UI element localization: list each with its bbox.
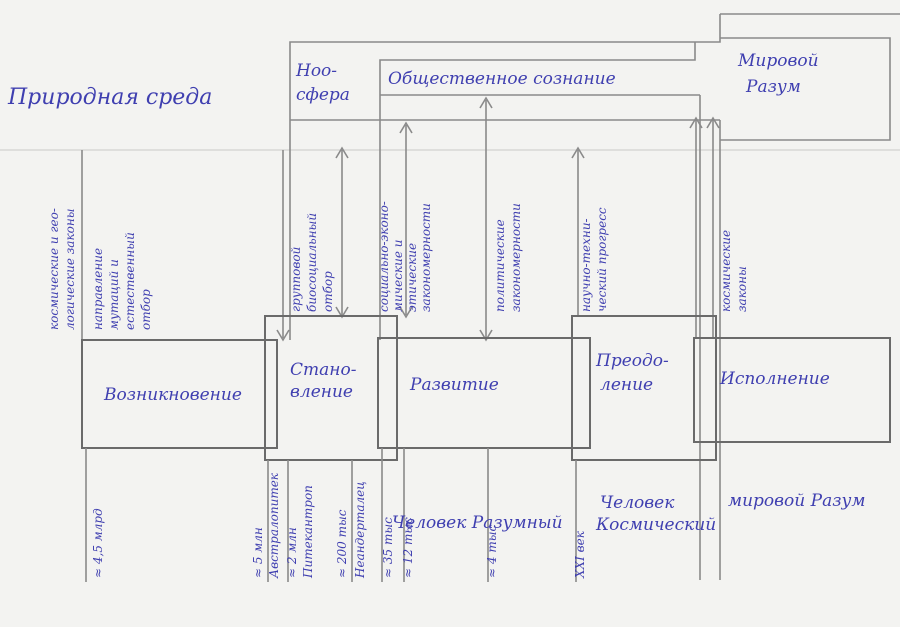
svg-text:этические: этические xyxy=(405,243,419,312)
top-frame-world-mind xyxy=(720,37,891,141)
svg-text:ческий прогресс: ческий прогресс xyxy=(595,207,609,312)
factor-socioeconomic: социально-эконо- мические и этические за… xyxy=(377,201,433,312)
human-cosmic-label-2: Космический xyxy=(595,515,716,535)
australopithecus: Австралопитек xyxy=(267,472,281,579)
stage-box-formation xyxy=(264,315,398,461)
time-2-million: ≈ 2 млн xyxy=(285,527,299,578)
social-consciousness-label: Общественное сознание xyxy=(388,69,616,89)
time-21-century: XXI век xyxy=(573,530,587,579)
factor-mutations-selection: направление мутаций и естественный отбор xyxy=(91,232,153,330)
svg-text:закономерности: закономерности xyxy=(419,203,433,312)
svg-text:социально-эконо-: социально-эконо- xyxy=(377,201,391,312)
stage-box-overcoming xyxy=(571,315,717,461)
stage-box-development xyxy=(377,337,591,449)
factor-arrows xyxy=(81,96,720,342)
svg-text:логические законы: логические законы xyxy=(63,208,77,330)
stage-box-emergence xyxy=(81,339,278,449)
world-mind-timeline-label: мировой Разум xyxy=(728,491,865,511)
svg-text:биосоциальный: биосоциальный xyxy=(305,213,319,312)
svg-text:научно-техни-: научно-техни- xyxy=(579,218,593,312)
human-wise-label: Человек Разумный xyxy=(392,513,563,533)
svg-text:групповой: групповой xyxy=(289,247,303,312)
pithecanthropus: Питекантроп xyxy=(301,485,315,579)
svg-text:направление: направление xyxy=(91,248,105,330)
factor-cosmic-geologic: космические и гео- логические законы xyxy=(47,208,77,330)
factor-group-selection: групповой биосоциальный отбор xyxy=(289,213,335,312)
svg-text:отбор: отбор xyxy=(139,289,153,330)
stage-fulfillment: Исполнение xyxy=(719,369,830,389)
noosphere-label-1: Ноо- xyxy=(295,61,337,81)
stage-box-fulfillment xyxy=(693,337,891,443)
time-5-million: ≈ 5 млн xyxy=(251,527,265,578)
noosphere-label-2: сфера xyxy=(296,85,350,105)
human-cosmic-label-1: Человек xyxy=(600,493,675,513)
svg-text:закономерности: закономерности xyxy=(509,203,523,312)
timeline-ticks xyxy=(85,448,577,582)
svg-text:законы: законы xyxy=(735,266,749,312)
svg-text:космические и гео-: космические и гео- xyxy=(47,208,61,330)
svg-text:политические: политические xyxy=(493,219,507,312)
time-35-thousand: ≈ 35 тыс xyxy=(381,517,395,578)
time-12-thousand: ≈ 12 тыс xyxy=(401,517,415,578)
stage-emergence: Возникновение xyxy=(103,385,242,405)
stage-development: Развитие xyxy=(409,375,499,395)
social-frame xyxy=(379,42,696,150)
world-mind-label-1: Мировой xyxy=(737,51,819,71)
svg-text:отбор: отбор xyxy=(321,271,335,312)
neanderthal: Неандерталец xyxy=(353,481,367,579)
stage-overcoming-1: Преодо- xyxy=(595,351,669,371)
time-4-thousand: ≈ 4 тыс xyxy=(485,525,499,578)
nature-label: Природная среда xyxy=(7,85,212,110)
svg-text:космические: космические xyxy=(719,230,733,312)
svg-text:мические и: мические и xyxy=(391,239,405,312)
stage-overcoming-2: ление xyxy=(600,375,653,395)
svg-text:мутаций и: мутаций и xyxy=(107,259,121,330)
stage-formation-2: вление xyxy=(290,382,353,402)
factor-political: политические закономерности xyxy=(493,203,523,312)
world-mind-label-2: Разум xyxy=(745,77,801,97)
svg-text:естественный: естественный xyxy=(123,232,137,330)
time-200-thousand: ≈ 200 тыс xyxy=(335,509,349,578)
factor-scientific-progress: научно-техни- ческий прогресс xyxy=(579,207,609,312)
stage-formation-1: Стано- xyxy=(290,360,357,380)
top-frame-left xyxy=(289,14,721,150)
time-4-5-billion: ≈ 4,5 млрд xyxy=(91,508,105,578)
factor-cosmic-laws: космические законы xyxy=(719,230,749,312)
